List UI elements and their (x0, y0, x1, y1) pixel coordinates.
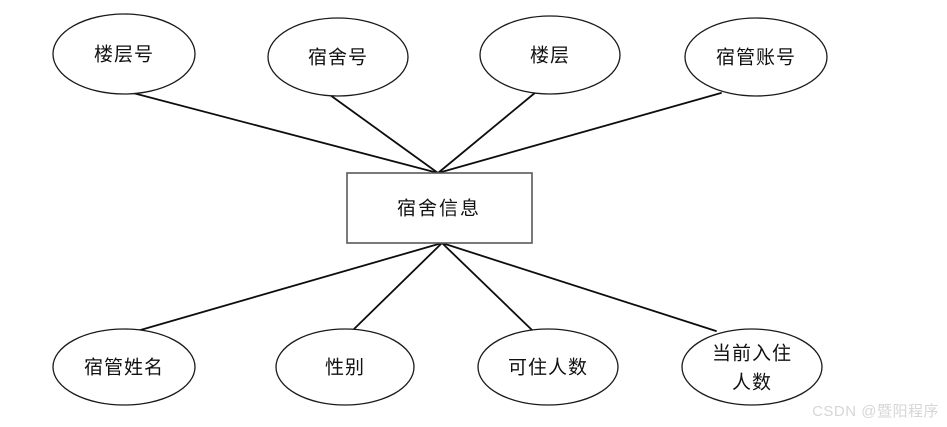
attribute-label-line1: 当前入住 (712, 342, 792, 364)
edge-dangqian-ruzhu-renshu (441, 242, 717, 332)
attribute-label: 宿舍号 (308, 46, 368, 68)
edge-suguan-zhanghao (437, 92, 722, 174)
attribute-ellipse (52, 328, 196, 406)
attribute-label: 宿管账号 (716, 46, 796, 68)
attribute-ellipse (479, 15, 621, 95)
edge-group-bottom (136, 242, 717, 332)
attribute-ellipse (684, 17, 828, 97)
attribute-ellipse (681, 328, 823, 406)
edge-louceng (437, 91, 537, 174)
attribute-label: 可住人数 (508, 356, 588, 378)
attribute-node-suguan-xingming[interactable]: 宿管姓名 (52, 328, 196, 406)
attribute-label-line2: 人数 (732, 371, 772, 393)
attribute-node-louceng-hao[interactable]: 楼层号 (52, 13, 196, 95)
attribute-label: 宿管姓名 (84, 356, 164, 378)
csdn-watermark: CSDN @暨阳程序 (812, 403, 939, 420)
edge-kezhu-renshu (441, 242, 534, 332)
attribute-node-xingbie[interactable]: 性别 (275, 328, 415, 406)
attribute-node-dangqian-ruzhu-renshu[interactable]: 当前入住 人数 (681, 328, 823, 406)
attribute-node-suguan-zhanghao[interactable]: 宿管账号 (684, 17, 828, 97)
entity-node-sushe-xinxi[interactable]: 宿舍信息 (346, 172, 533, 244)
attribute-ellipse (477, 328, 619, 406)
edge-suguan-xingming (136, 242, 443, 332)
edge-louceng-hao (132, 92, 439, 174)
attribute-node-kezhu-renshu[interactable]: 可住人数 (477, 328, 619, 406)
edge-sushe-hao (329, 94, 439, 174)
entity-label: 宿舍信息 (397, 197, 481, 219)
attribute-node-louceng[interactable]: 楼层 (479, 15, 621, 95)
attribute-label: 楼层 (530, 44, 570, 66)
attribute-ellipse (52, 13, 196, 95)
attribute-node-sushe-hao[interactable]: 宿舍号 (267, 17, 409, 97)
attribute-ellipse (275, 328, 415, 406)
attribute-label: 楼层号 (94, 43, 154, 65)
attribute-label: 性别 (325, 356, 365, 378)
edge-xingbie (351, 242, 443, 332)
entity-rectangle (346, 172, 533, 244)
edge-group-top (132, 91, 722, 174)
attribute-ellipse (267, 17, 409, 97)
